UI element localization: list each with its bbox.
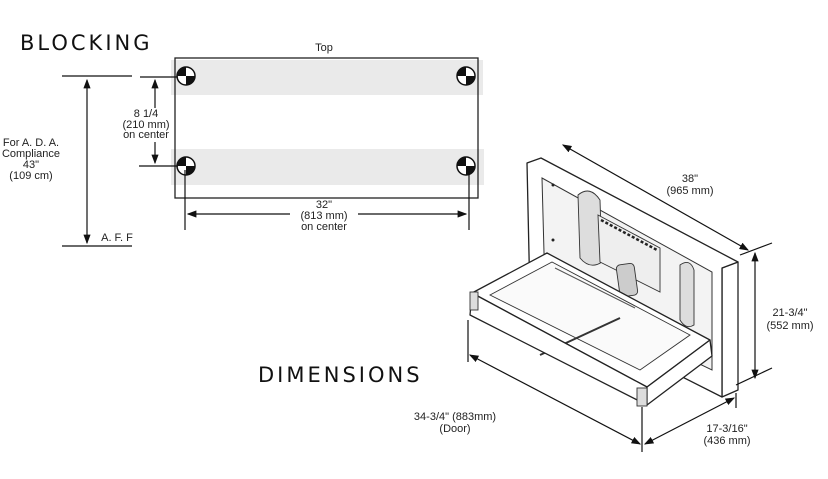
target-icon <box>456 156 476 176</box>
aff-label: A. F. F <box>101 232 133 244</box>
blocking-section: BLOCKING Top For A. D. A. Compliance 43"… <box>0 31 484 247</box>
ada-label-line2: Compliance <box>2 148 60 160</box>
ada-label-line4: (109 cm) <box>9 170 52 182</box>
ada-label-line3: 43" <box>23 159 39 171</box>
mounting-targets <box>176 66 476 176</box>
top-label: Top <box>315 42 333 54</box>
width-dimension-line2: (965 mm) <box>666 185 713 197</box>
dimensions-section: DIMENSIONS 38" ( <box>258 144 814 452</box>
vertical-spacing-line2: (210 mm) <box>122 119 169 131</box>
vertical-spacing-line3: on center <box>123 129 169 141</box>
width-dimension-line1: 38" <box>682 173 698 185</box>
depth-dimension-line2: (436 mm) <box>703 435 750 447</box>
target-icon <box>176 156 196 176</box>
horizontal-spacing-line1: 32" <box>316 199 332 211</box>
door-dimension-line2: (Door) <box>439 423 470 435</box>
ada-label-line1: For A. D. A. <box>3 137 59 149</box>
target-icon <box>176 66 196 86</box>
unit-outline <box>174 57 479 199</box>
horizontal-spacing-line3: on center <box>301 221 347 233</box>
depth-dimension-line1: 17-3/16" <box>706 423 747 435</box>
height-dimension-line1: 21-3/4" <box>772 307 807 319</box>
dimensions-heading: DIMENSIONS <box>258 363 423 387</box>
horizontal-spacing-line2: (813 mm) <box>300 210 347 222</box>
target-icon <box>456 66 476 86</box>
top-blocking-band <box>171 60 483 95</box>
door-dimension-line1: 34-3/4" (883mm) <box>414 411 496 423</box>
height-dimension-line2: (552 mm) <box>766 320 813 332</box>
vertical-spacing-line1: 8 1/4 <box>134 108 158 120</box>
blocking-heading: BLOCKING <box>20 31 153 55</box>
bottom-blocking-band <box>171 149 484 185</box>
